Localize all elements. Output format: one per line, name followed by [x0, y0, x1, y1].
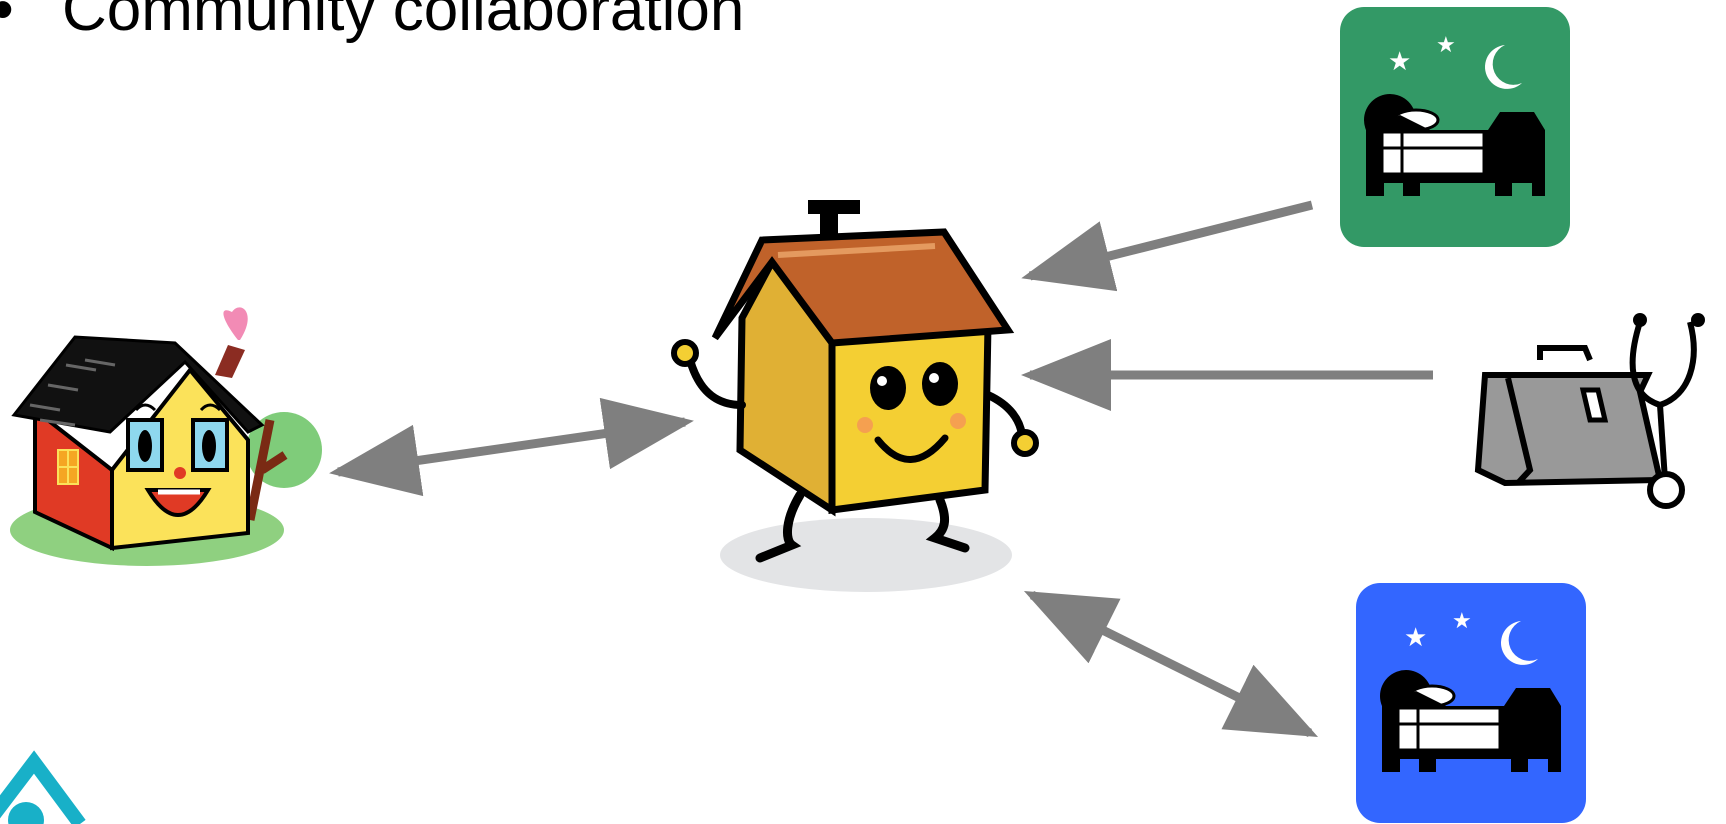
svg-text:★: ★ — [1436, 33, 1456, 58]
svg-text:★: ★ — [1452, 609, 1472, 634]
doctor-bag-stethoscope-icon — [1478, 313, 1705, 506]
arrow-home-hub — [338, 422, 685, 472]
arrow-green-to-hub — [1030, 205, 1312, 276]
heading-bullet: • — [0, 0, 14, 44]
heading-text: Community collaboration — [62, 0, 744, 44]
arrow-hub-blue — [1032, 595, 1310, 733]
walking-house-mascot-icon — [674, 200, 1036, 592]
heading: • Community collaboration — [0, 0, 744, 44]
smiling-house-icon — [10, 307, 322, 566]
respite-green-icon: ★ ★ — [1340, 7, 1570, 247]
svg-text:★: ★ — [1388, 47, 1411, 77]
svg-text:★: ★ — [1404, 623, 1427, 653]
logo-icon — [0, 762, 80, 824]
respite-blue-icon: ★ ★ — [1356, 583, 1586, 823]
